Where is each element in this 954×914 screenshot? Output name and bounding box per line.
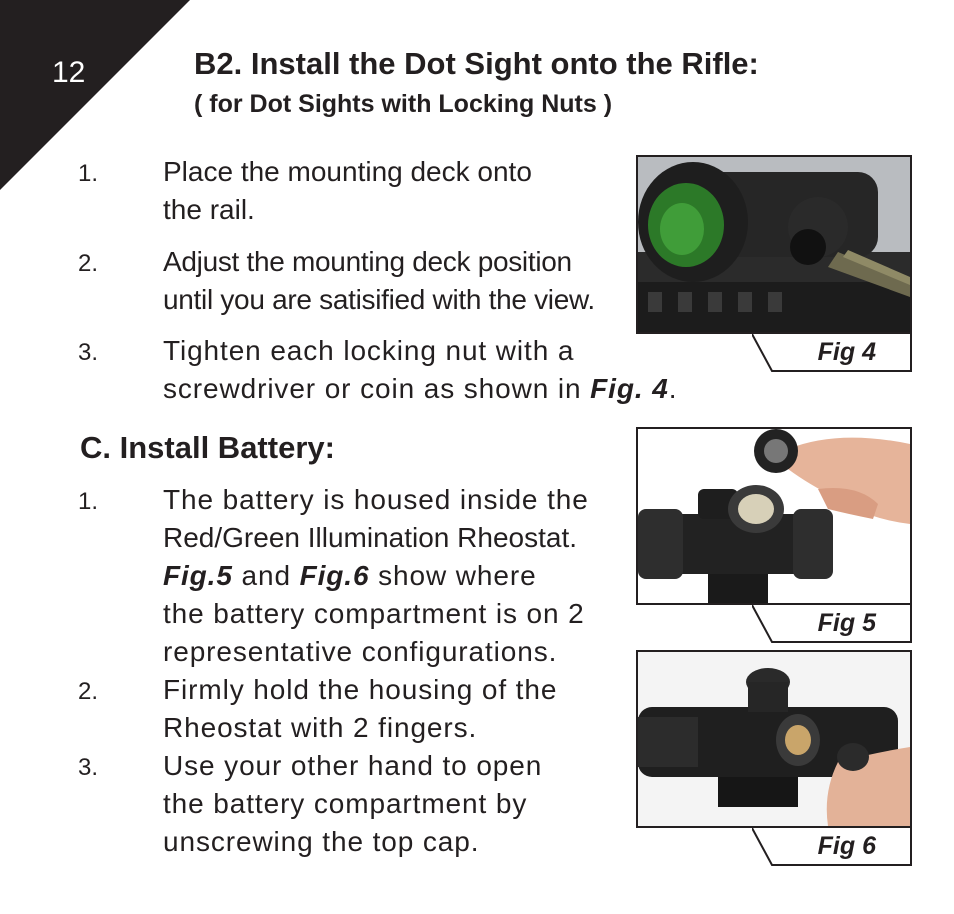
step-text: The battery is housed inside the Red/Gre…	[163, 481, 589, 671]
section-b2-title: B2. Install the Dot Sight onto the Rifle…	[194, 46, 759, 81]
step-line-text: and	[232, 560, 300, 591]
step-line: the battery compartment by	[163, 788, 528, 819]
step-line: the rail.	[163, 194, 255, 225]
step-line: representative configurations.	[163, 636, 558, 667]
figure-4-label: Fig 4	[817, 338, 876, 366]
step-number: 1.	[78, 160, 99, 187]
step-number: 1.	[78, 488, 99, 515]
step-number: 3.	[78, 754, 99, 781]
step-text: Adjust the mounting deck position until …	[163, 243, 595, 319]
step-line: Place the mounting deck onto	[163, 156, 532, 187]
figure-6-label-tab: Fig 6	[752, 827, 912, 866]
step-line-text: show where	[369, 560, 537, 591]
step-number: 3.	[78, 339, 99, 366]
figure-reference: Fig.6	[299, 560, 370, 591]
figure-reference: Fig. 4	[590, 373, 669, 404]
step-text: Place the mounting deck onto the rail.	[163, 153, 532, 229]
figure-6-label: Fig 6	[817, 832, 876, 860]
figure-6-photo	[636, 650, 912, 828]
step-text: Use your other hand to open the battery …	[163, 747, 542, 861]
step-number: 2.	[78, 678, 99, 705]
step-number: 2.	[78, 250, 99, 277]
step-line: Red/Green Illumination Rheostat.	[163, 522, 577, 553]
step-line: Rheostat with 2 fingers.	[163, 712, 478, 743]
step-text: Firmly hold the housing of the Rheostat …	[163, 671, 557, 747]
step-line: the battery compartment is on 2	[163, 598, 585, 629]
step-line: Tighten each locking nut with a	[163, 335, 575, 366]
figure-4-label-tab: Fig 4	[752, 333, 912, 372]
section-c-title: C. Install Battery:	[80, 430, 335, 465]
step-line: Use your other hand to open	[163, 750, 543, 781]
step-line: until you are satisified with the view.	[163, 284, 595, 315]
step-line: Adjust the mounting deck position	[163, 246, 572, 277]
figure-5-label-tab: Fig 5	[752, 604, 912, 643]
step-line: Firmly hold the housing of the	[163, 674, 558, 705]
step-line: screwdriver or coin as shown in Fig. 4.	[163, 370, 677, 408]
figure-reference: Fig.5	[163, 560, 233, 591]
step-line: The battery is housed inside the	[163, 484, 589, 515]
step-text: Tighten each locking nut with a screwdri…	[163, 332, 677, 408]
page-number: 12	[52, 56, 86, 89]
step-line-text: .	[668, 373, 678, 404]
figure-5-label: Fig 5	[817, 609, 876, 637]
step-line: unscrewing the top cap.	[163, 826, 480, 857]
figure-4-photo	[636, 155, 912, 334]
section-b2-subtitle: ( for Dot Sights with Locking Nuts )	[194, 90, 613, 118]
step-line-text: screwdriver or coin as shown in	[163, 373, 591, 404]
figure-5-photo	[636, 427, 912, 605]
page-corner-tab	[0, 0, 190, 190]
step-line: Fig.5 and Fig.6 show where	[163, 557, 589, 595]
